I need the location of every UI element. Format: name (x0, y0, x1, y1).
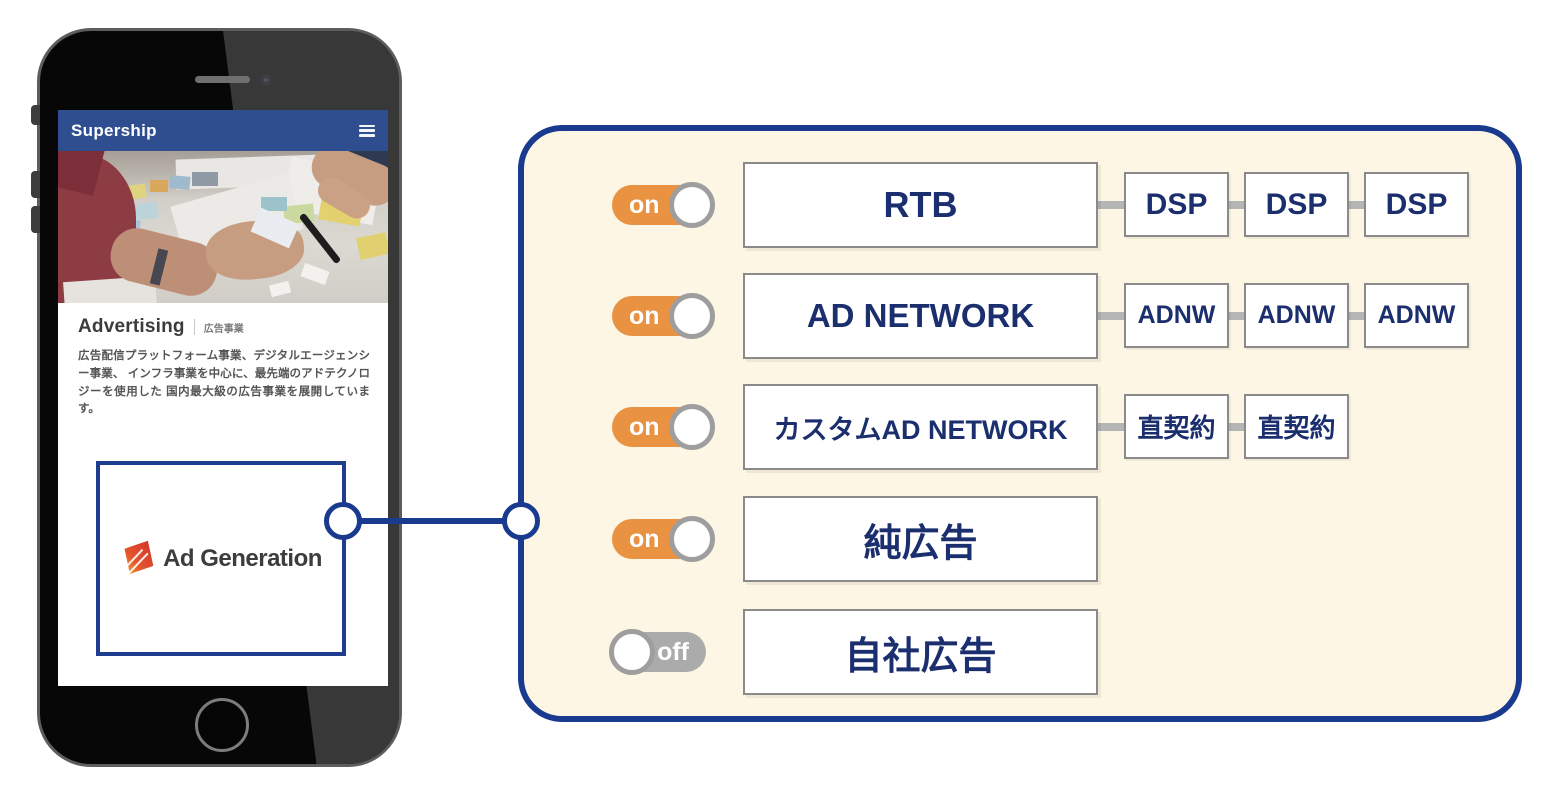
node-direct-contract-1: 直契約 (1124, 394, 1229, 459)
section-heading-ja: 広告事業 (203, 323, 244, 335)
phone-screen: Supership (58, 110, 388, 686)
hero-image (58, 151, 388, 303)
site-header: Supership (58, 110, 388, 151)
section-heading: Advertising 広告事業 (78, 316, 244, 338)
section-heading-en: Advertising (78, 316, 185, 337)
diagram-panel: on RTB DSP DSP DSP on AD NETWORK ADNW AD… (518, 125, 1522, 722)
node-dsp-1: DSP (1124, 172, 1229, 237)
toggle-house-ad[interactable]: off (609, 629, 706, 675)
toggle-pure-ad-knob (669, 516, 715, 562)
node-adnw-2: ADNW (1244, 283, 1349, 348)
phone-mute-switch (31, 105, 40, 125)
phone-volume-down-button (31, 206, 40, 233)
ad-generation-logo: Ad Generation (120, 538, 322, 579)
node-dsp-3: DSP (1364, 172, 1469, 237)
toggle-house-ad-label: off (657, 637, 689, 666)
node-direct-contract-2: 直契約 (1244, 394, 1349, 459)
toggle-ad-network-knob (669, 293, 715, 339)
node-adnw-1: ADNW (1124, 283, 1229, 348)
connector-line (343, 518, 521, 524)
node-rtb: RTB (743, 162, 1098, 248)
home-button (195, 698, 249, 752)
toggle-house-ad-knob (609, 629, 655, 675)
toggle-custom-ad-network-label: on (629, 412, 660, 441)
toggle-rtb-label: on (629, 190, 660, 219)
node-ad-network: AD NETWORK (743, 273, 1098, 359)
phone-mockup: Supership (31, 28, 402, 767)
ad-generation-card: Ad Generation (96, 461, 346, 656)
toggle-rtb[interactable]: on (612, 182, 715, 228)
toggle-pure-ad-label: on (629, 524, 660, 553)
node-pure-ad: 純広告 (743, 496, 1098, 582)
node-custom-ad-network: カスタムAD NETWORK (743, 384, 1098, 470)
toggle-ad-network-label: on (629, 301, 660, 330)
phone-speaker (195, 76, 250, 83)
supership-logo[interactable]: Supership (71, 120, 157, 140)
heading-divider (193, 319, 195, 335)
ad-generation-logo-icon (120, 538, 156, 579)
hamburger-menu-icon[interactable] (359, 124, 375, 137)
connector-node-panel (502, 502, 540, 540)
ad-generation-wordmark: Ad Generation (163, 544, 322, 572)
phone-camera (261, 75, 271, 85)
phone-volume-up-button (31, 171, 40, 198)
toggle-custom-ad-network[interactable]: on (612, 404, 715, 450)
toggle-rtb-knob (669, 182, 715, 228)
toggle-ad-network[interactable]: on (612, 293, 715, 339)
section-body-text: 広告配信プラットフォーム事業、デジタルエージェンシー事業、 インフラ事業を中心に… (78, 350, 370, 416)
node-house-ad: 自社広告 (743, 609, 1098, 695)
node-adnw-3: ADNW (1364, 283, 1469, 348)
node-dsp-2: DSP (1244, 172, 1349, 237)
toggle-custom-ad-network-knob (669, 404, 715, 450)
toggle-pure-ad[interactable]: on (612, 516, 715, 562)
connector-node-card (324, 502, 362, 540)
